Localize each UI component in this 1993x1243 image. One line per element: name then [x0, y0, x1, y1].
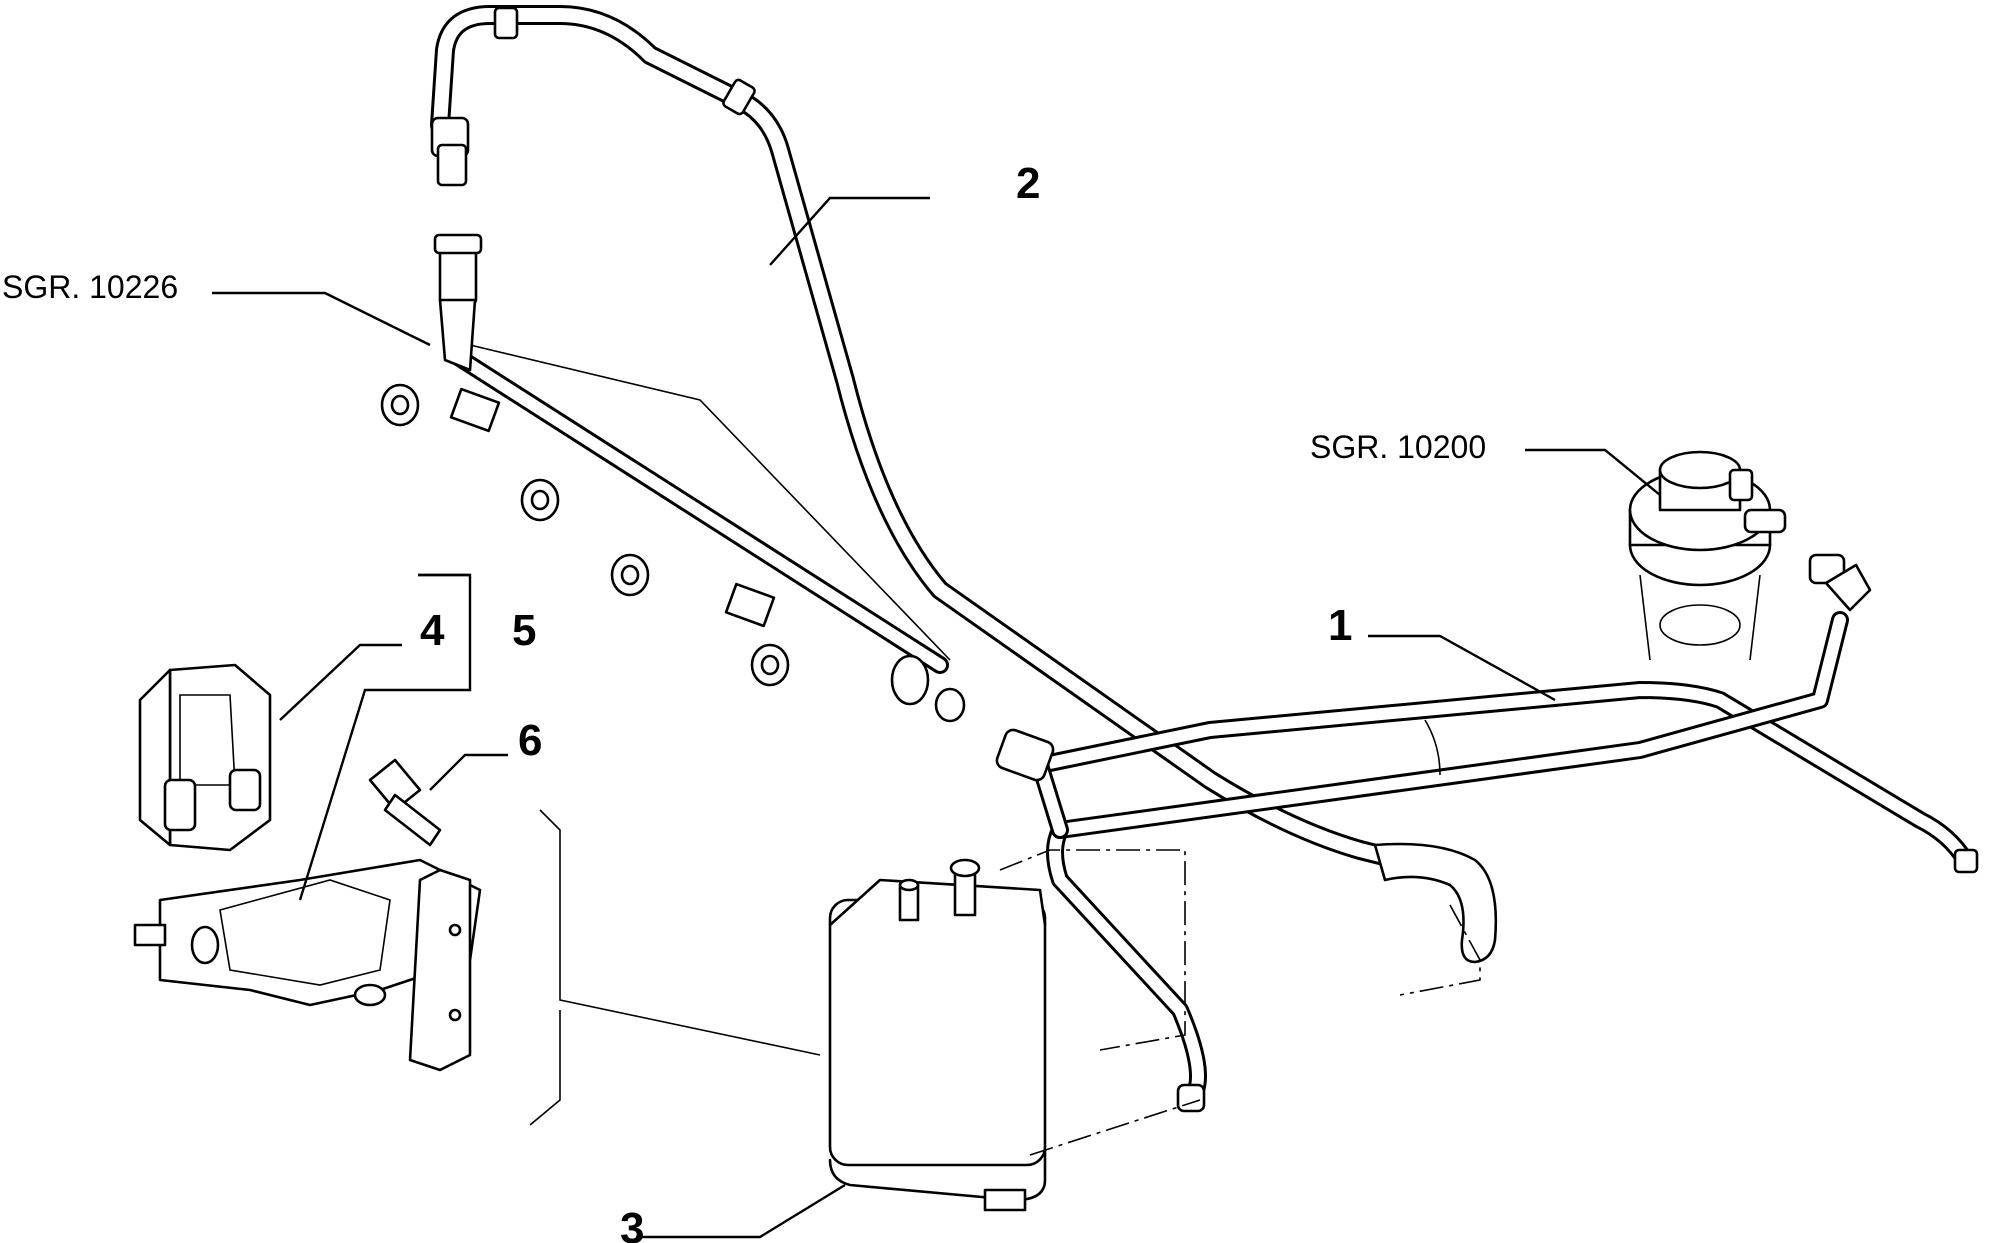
- callout-1: 1: [1328, 601, 1352, 650]
- injector-cup: [610, 553, 650, 597]
- pipe-1: [995, 553, 1979, 1113]
- bracket-4: [138, 663, 272, 852]
- bracket-5: [133, 858, 482, 1072]
- callout-3: 3: [620, 1204, 644, 1243]
- ref-sgr-10200: SGR. 10200: [1310, 429, 1486, 465]
- callout-5: 5: [512, 606, 536, 655]
- injector-cup: [750, 643, 790, 687]
- label-group: 2 1 4 5 6 3 SGR. 10226 SGR. 10200: [2, 159, 1486, 1243]
- callout-4: 4: [420, 606, 445, 655]
- leader-lines: [212, 196, 1661, 1239]
- injector-cup: [520, 478, 560, 522]
- fuel-rail-assembly: [380, 233, 966, 723]
- injector-cup: [380, 383, 420, 427]
- carbon-canister: [828, 849, 1481, 1212]
- callout-2: 2: [1016, 159, 1040, 208]
- pipe-2: [430, 5, 1498, 964]
- screw-6: [368, 758, 442, 847]
- pressure-regulator: [1628, 450, 1787, 661]
- ref-sgr-10226: SGR. 10226: [2, 269, 178, 305]
- callout-6: 6: [518, 716, 542, 765]
